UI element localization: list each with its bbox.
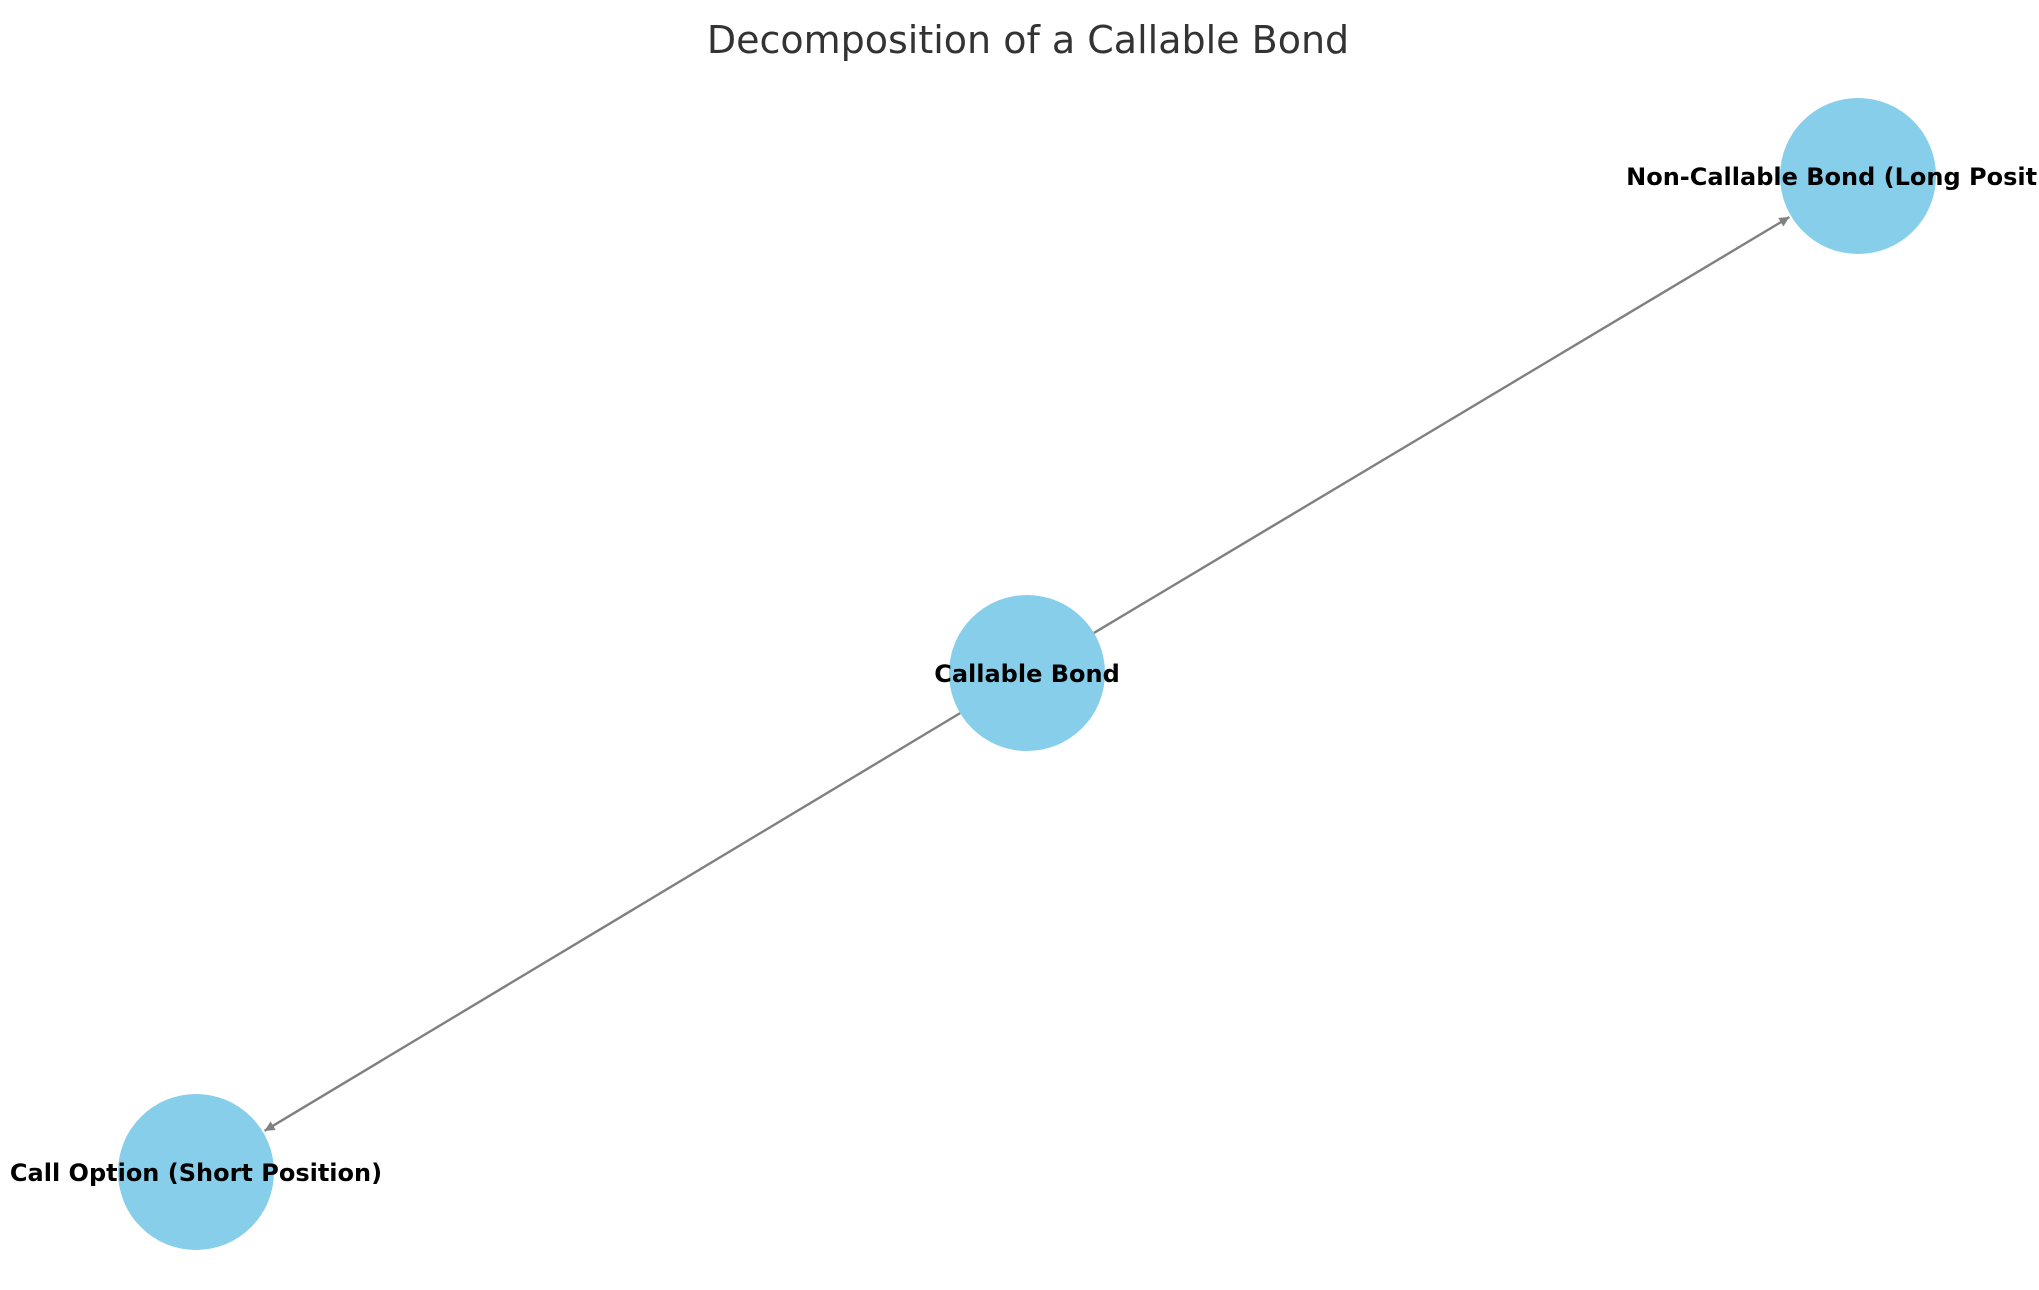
diagram-title: Decomposition of a Callable Bond xyxy=(707,18,1349,62)
node-circle-callable xyxy=(949,595,1105,751)
edge-callable-to-calloption xyxy=(263,712,961,1132)
edges-layer xyxy=(263,216,1790,1132)
node-circle-noncallable xyxy=(1780,98,1936,254)
node-circle-calloption xyxy=(118,1094,274,1250)
node-callable: Callable Bond xyxy=(934,595,1120,751)
node-label-noncallable: Non-Callable Bond (Long Position) xyxy=(1626,163,2039,191)
node-label-calloption: Call Option (Short Position) xyxy=(10,1159,382,1187)
nodes-layer: Callable Bond Non-Callable Bond (Long Pos… xyxy=(10,98,2039,1250)
node-calloption: Call Option (Short Position) xyxy=(10,1094,382,1250)
node-label-callable: Callable Bond xyxy=(934,660,1120,688)
node-noncallable: Non-Callable Bond (Long Position) xyxy=(1626,98,2039,254)
edge-callable-to-noncallable xyxy=(1093,216,1790,634)
